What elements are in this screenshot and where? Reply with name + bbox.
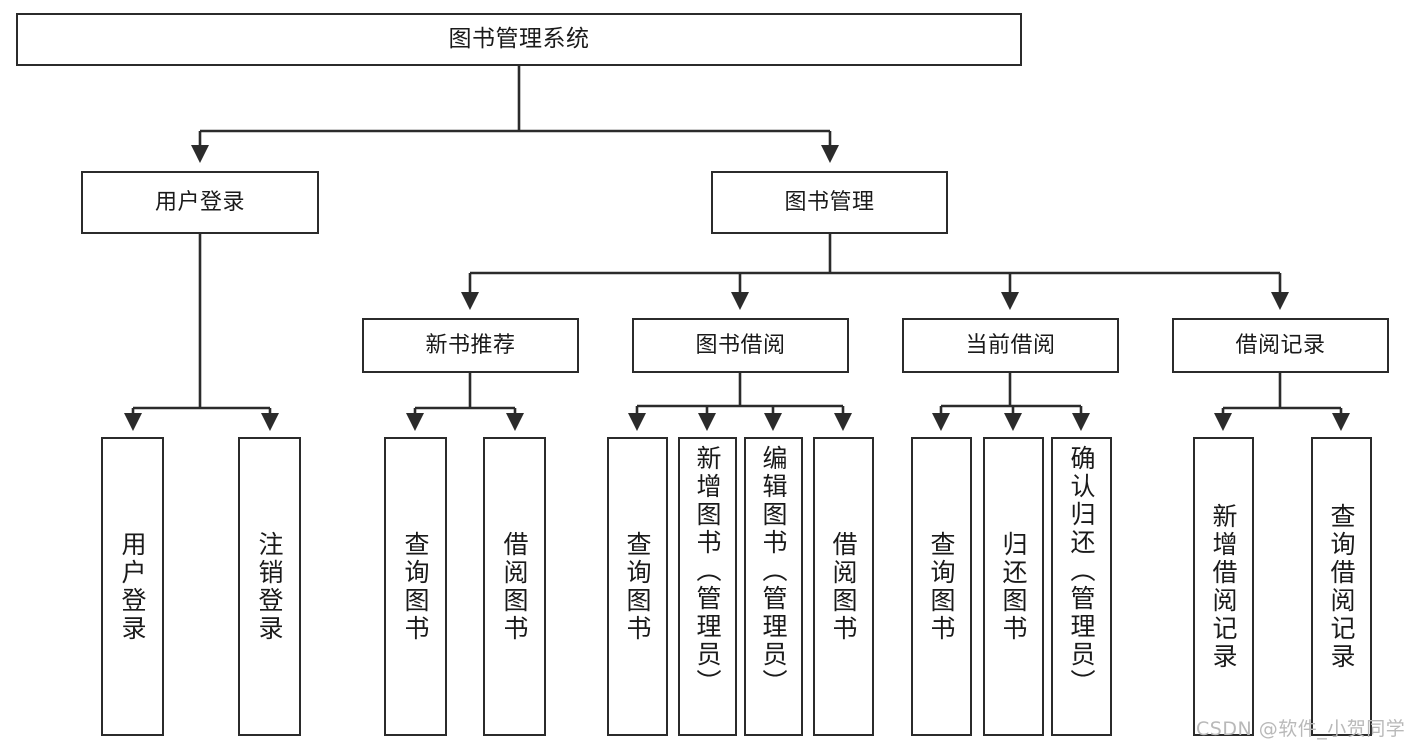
- node-level3-borrow-records[interactable]: 借阅记录: [1172, 318, 1389, 373]
- node-leaf-borrow-book[interactable]: 借阅图书: [813, 437, 874, 736]
- node-leaf-confirm-return-admin[interactable]: 确认归还（管理员）: [1051, 437, 1112, 736]
- node-root-label: 图书管理系统: [448, 25, 590, 52]
- node-leaf-logout-login[interactable]: 注销登录: [238, 437, 301, 736]
- node-leaf-borrow-book-recommend[interactable]: 借阅图书: [483, 437, 546, 736]
- node-level2-book-management-label: 图书管理: [784, 189, 875, 215]
- node-leaf-user-login[interactable]: 用户登录: [101, 437, 164, 736]
- node-leaf-add-book-admin[interactable]: 新增图书（管理员）: [678, 437, 737, 736]
- node-leaf-edit-book-admin[interactable]: 编辑图书（管理员）: [744, 437, 803, 736]
- node-level3-borrow-records-label: 借阅记录: [1235, 332, 1326, 358]
- node-leaf-add-borrow-record-label: 新增借阅记录: [1209, 502, 1238, 671]
- csdn-watermark: CSDN @软件_小贺同学: [1196, 718, 1405, 740]
- node-leaf-query-book-current[interactable]: 查询图书: [911, 437, 972, 736]
- node-leaf-query-book-borrow-label: 查询图书: [623, 530, 652, 643]
- node-level2-book-management[interactable]: 图书管理: [711, 171, 948, 234]
- node-leaf-borrow-book-recommend-label: 借阅图书: [500, 530, 529, 643]
- node-level3-new-book-recommend-label: 新书推荐: [425, 332, 516, 358]
- node-leaf-query-book-current-label: 查询图书: [927, 530, 956, 643]
- node-leaf-query-book-borrow[interactable]: 查询图书: [607, 437, 668, 736]
- node-leaf-confirm-return-admin-label: 确认归还（管理员）: [1067, 445, 1096, 697]
- node-leaf-return-book[interactable]: 归还图书: [983, 437, 1044, 736]
- node-level3-book-borrow[interactable]: 图书借阅: [632, 318, 849, 373]
- node-leaf-logout-login-label: 注销登录: [255, 530, 284, 643]
- node-leaf-return-book-label: 归还图书: [999, 530, 1028, 643]
- node-leaf-query-book-recommend-label: 查询图书: [401, 530, 430, 643]
- node-leaf-add-borrow-record[interactable]: 新增借阅记录: [1193, 437, 1254, 736]
- node-leaf-borrow-book-label: 借阅图书: [829, 530, 858, 643]
- node-level3-new-book-recommend[interactable]: 新书推荐: [362, 318, 579, 373]
- node-level3-current-borrow-label: 当前借阅: [965, 332, 1056, 358]
- node-leaf-add-book-admin-label: 新增图书（管理员）: [693, 445, 722, 697]
- node-level2-user-login-label: 用户登录: [154, 189, 245, 215]
- node-leaf-user-login-label: 用户登录: [118, 530, 147, 643]
- node-root[interactable]: 图书管理系统: [16, 13, 1022, 66]
- node-leaf-edit-book-admin-label: 编辑图书（管理员）: [759, 445, 788, 697]
- node-level3-book-borrow-label: 图书借阅: [695, 332, 786, 358]
- node-leaf-query-borrow-record[interactable]: 查询借阅记录: [1311, 437, 1372, 736]
- node-leaf-query-borrow-record-label: 查询借阅记录: [1327, 502, 1356, 671]
- node-leaf-query-book-recommend[interactable]: 查询图书: [384, 437, 447, 736]
- node-level2-user-login[interactable]: 用户登录: [81, 171, 319, 234]
- node-level3-current-borrow[interactable]: 当前借阅: [902, 318, 1119, 373]
